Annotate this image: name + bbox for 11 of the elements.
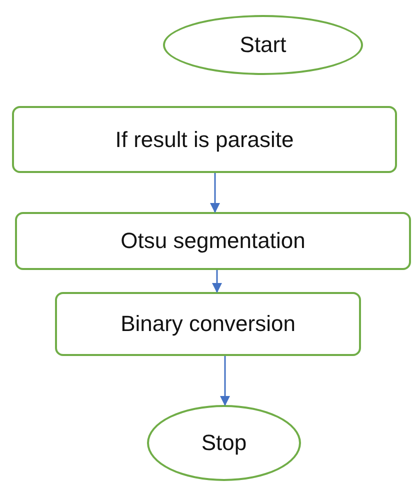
arrow (212, 270, 222, 293)
process-box (55, 292, 361, 356)
node-text: Otsu segmentation (120, 228, 306, 254)
process-box (15, 212, 411, 270)
node-text: If result is parasite (115, 126, 294, 152)
node-text: Binary conversion (120, 311, 296, 337)
node-text: Stop (201, 430, 247, 456)
node-text: Start (240, 32, 286, 58)
arrow (220, 356, 230, 406)
arrow (210, 173, 220, 213)
process-box (12, 106, 397, 173)
